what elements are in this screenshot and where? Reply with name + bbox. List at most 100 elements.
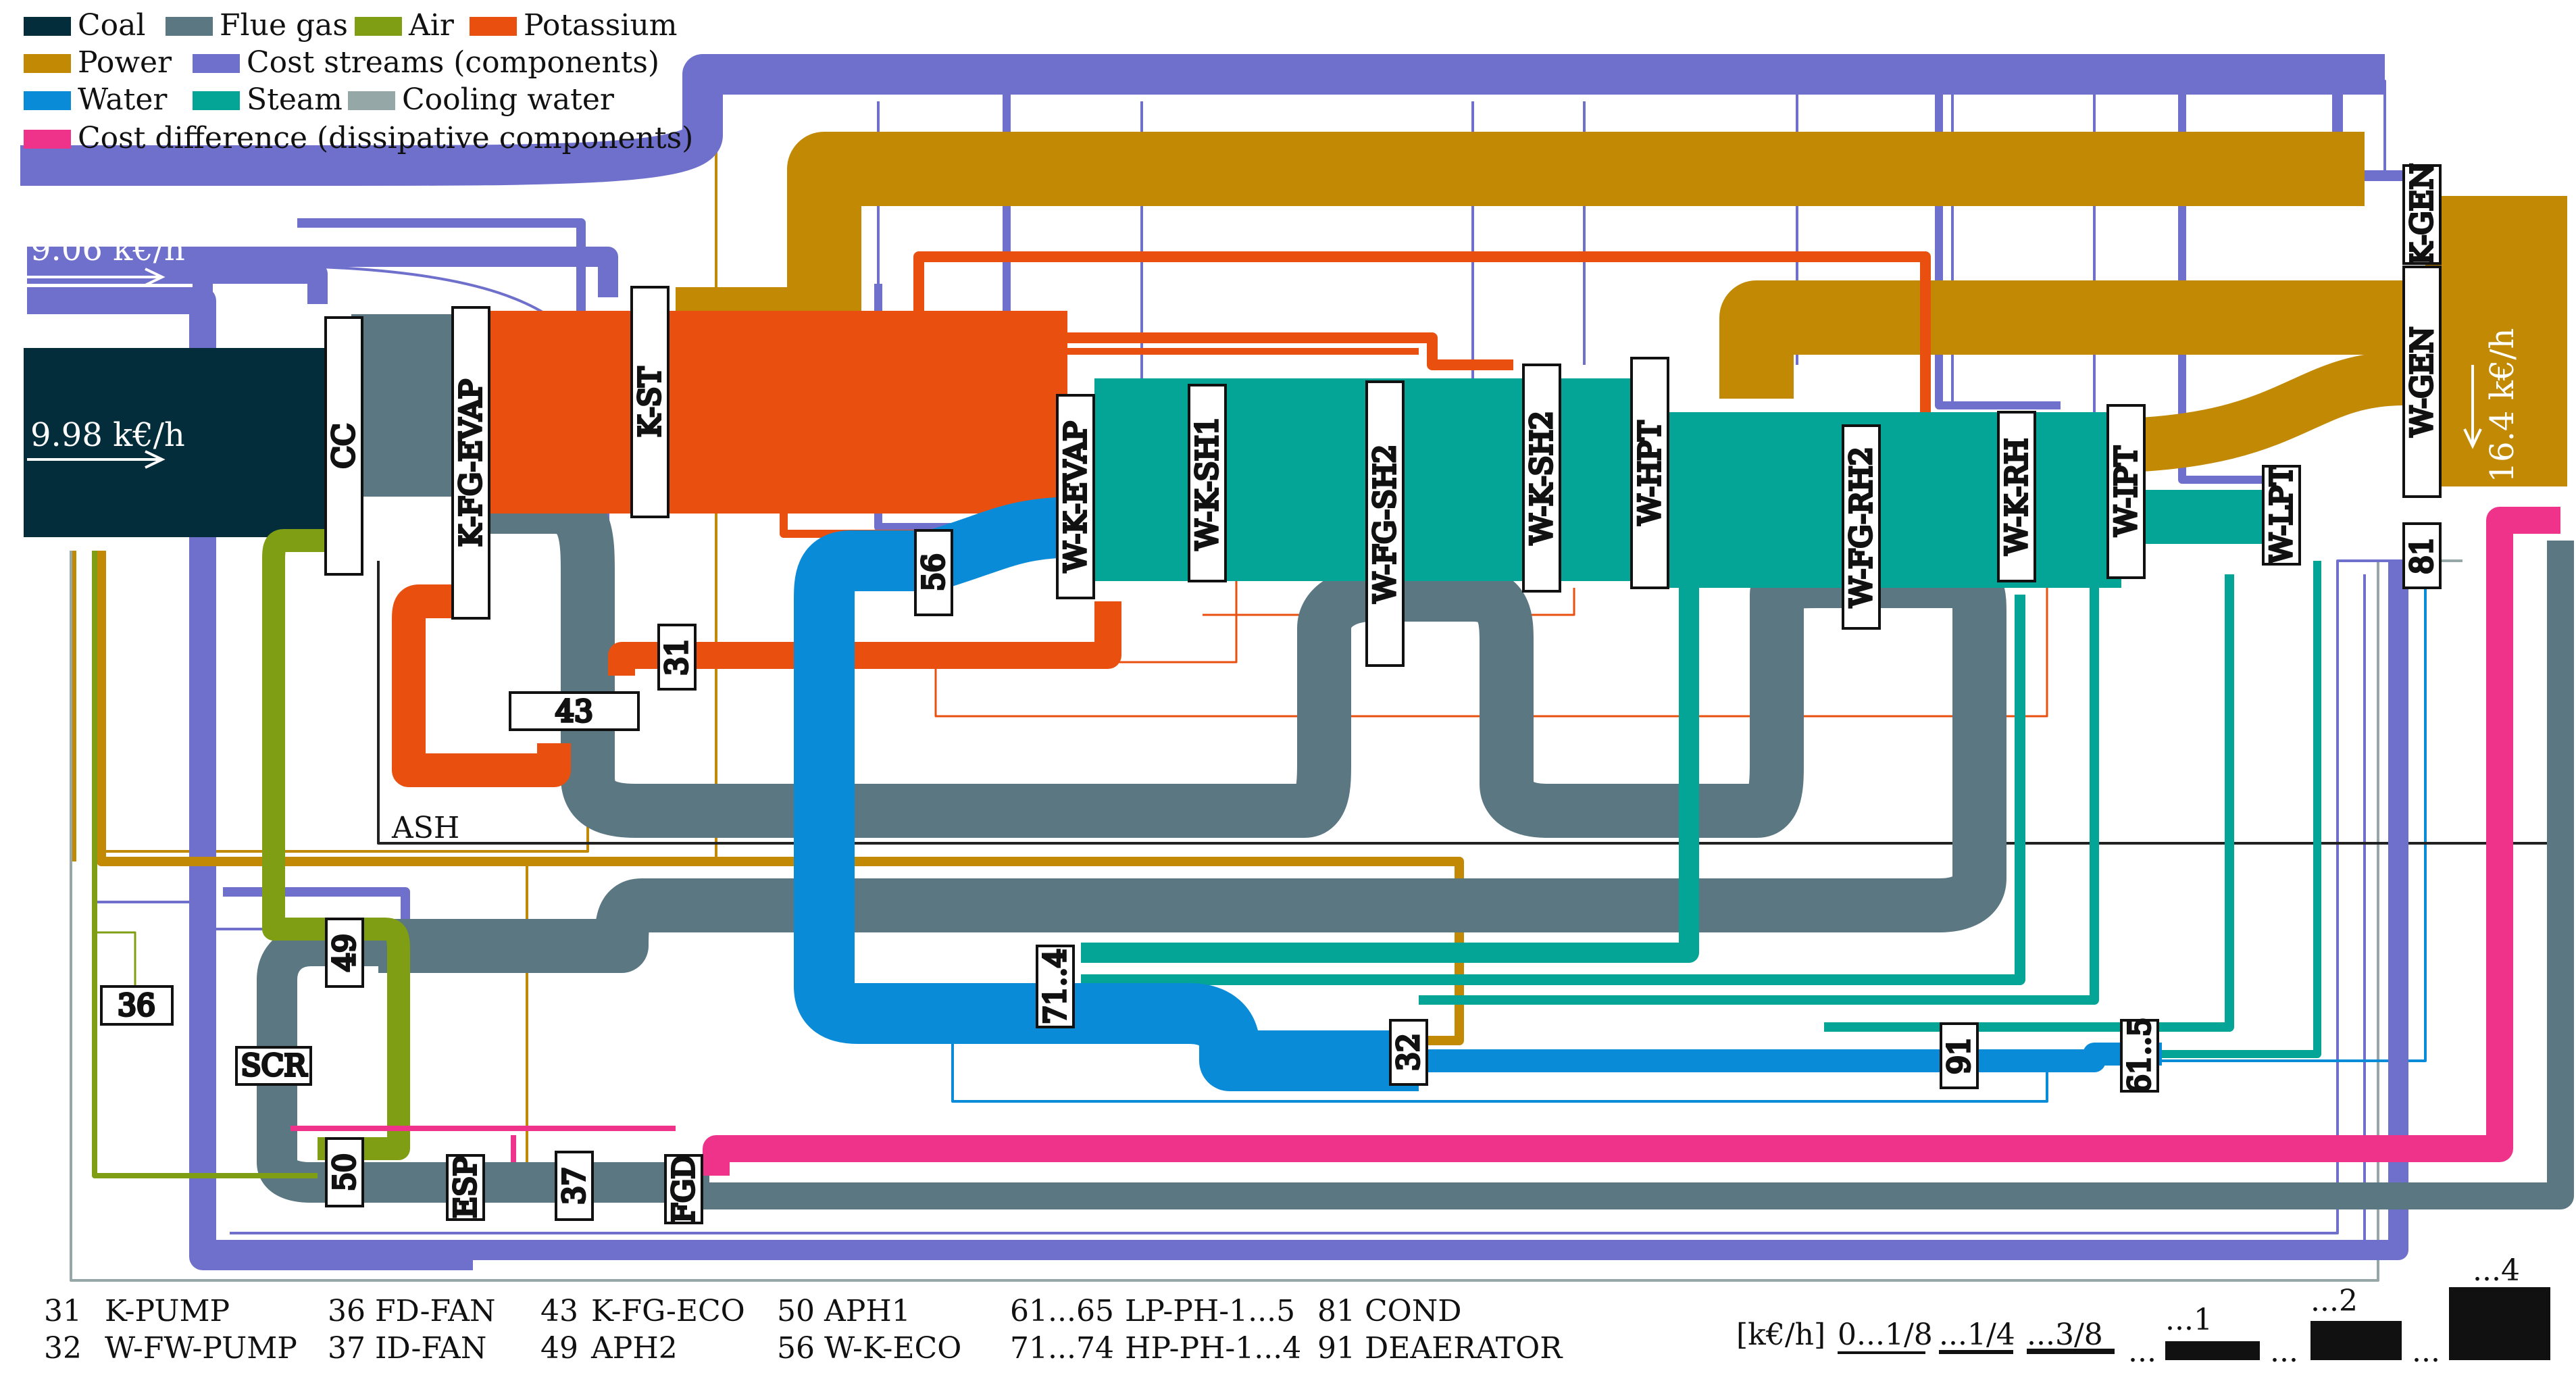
scale-bar-4	[2449, 1287, 2550, 1360]
cost-difference-band	[703, 507, 2560, 1176]
scale-bar-3-8	[2027, 1349, 2115, 1354]
component-w-fg-rh2-label: W-FG-RH2	[1844, 447, 1879, 607]
component-36-label: 36	[118, 989, 155, 1023]
component-k-fg-evap: K-FG-EVAP	[451, 306, 490, 620]
legend-item-potassium: Potassium	[470, 8, 678, 43]
legend-item-power: Power	[24, 45, 172, 80]
legend-label-air: Air	[408, 8, 455, 43]
legend-label-steam: Steam	[247, 82, 343, 117]
component-w-k-evap-label: W-K-EVAP	[1059, 421, 1093, 572]
flue-gas-aph-loop	[257, 926, 709, 1203]
legend-label-cooling-water: Cooling water	[402, 82, 615, 117]
key-num-50: 50	[777, 1294, 815, 1328]
legend-item-cost-streams: Cost streams (components)	[193, 45, 659, 80]
scale-ellipsis-1: ...	[2128, 1334, 2156, 1369]
scale-bar-1-4	[1939, 1350, 2013, 1354]
scale-bar-2	[2310, 1321, 2402, 1360]
component-31: 31	[657, 624, 697, 691]
coal-input-value: 9.98 k€/h	[30, 416, 185, 454]
component-w-lpt: W-LPT	[2262, 464, 2301, 566]
key-name-31: K-PUMP	[105, 1294, 230, 1328]
key-num-91: 91	[1317, 1331, 1355, 1366]
power-output-arrow	[2463, 365, 2482, 449]
component-cc: CC	[324, 316, 363, 576]
component-71-74: 71..4	[1036, 945, 1075, 1028]
key-name-32: W-FW-PUMP	[105, 1331, 297, 1366]
component-w-k-sh2-label: W-K-SH2	[1525, 411, 1559, 545]
cost-stream-top-band	[20, 54, 2385, 186]
legend-item-cooling-water: Cooling water	[348, 82, 615, 117]
key-num-37: 37	[328, 1331, 365, 1366]
power-merge-1	[2094, 351, 2406, 473]
key-name-37: ID-FAN	[375, 1331, 486, 1366]
key-name-71-74: HP-PH-1...4	[1125, 1331, 1301, 1366]
legend: Coal Flue gas Air Potassium Power Cost s…	[24, 8, 693, 155]
legend-label-cost-streams: Cost streams (components)	[247, 45, 659, 80]
component-w-fg-sh2: W-FG-SH2	[1365, 380, 1405, 667]
power-to-pumps	[97, 551, 1464, 1045]
power-output-value: 16.4 k€/h	[2483, 328, 2521, 483]
scale-bar-1-8	[1838, 1351, 1925, 1354]
potassium-loop-mid	[676, 332, 1513, 384]
component-cc-label: CC	[327, 423, 361, 468]
scale-label-1-4: ...1/4	[1939, 1318, 2015, 1352]
potassium-loop-lower	[392, 584, 571, 787]
component-w-lpt-label: W-LPT	[2265, 466, 2299, 564]
component-w-ipt-label: W-IPT	[2109, 446, 2144, 536]
key-name-91: DEAERATOR	[1365, 1331, 1563, 1366]
legend-label-potassium: Potassium	[524, 8, 678, 43]
component-w-hpt: W-HPT	[1630, 357, 1669, 589]
component-91: 91	[1940, 1022, 1979, 1089]
steam-extraction-2	[1081, 595, 2025, 985]
legend-item-steam: Steam	[193, 82, 343, 117]
ash-label: ASH	[391, 811, 459, 845]
component-71-74-label: 71..4	[1038, 949, 1073, 1024]
legend-item-cost-difference: Cost difference (dissipative components)	[24, 121, 693, 155]
component-49: 49	[325, 918, 364, 988]
cost-difference-thin	[291, 1126, 676, 1162]
component-w-fg-sh2-label: W-FG-SH2	[1368, 445, 1403, 603]
component-61-65: 61..5	[2120, 1016, 2159, 1095]
key-num-43: 43	[540, 1294, 578, 1328]
legend-label-cost-difference: Cost difference (dissipative components)	[78, 121, 693, 155]
component-w-ipt: W-IPT	[2106, 404, 2146, 579]
cost-input-arrow	[27, 268, 166, 286]
key-num-56: 56	[777, 1331, 815, 1366]
cost-stream-to-lpt	[2178, 95, 2283, 484]
component-56-label: 56	[917, 553, 951, 591]
key-name-61-65: LP-PH-1...5	[1125, 1294, 1295, 1328]
component-w-gen-label: W-GEN	[2405, 327, 2440, 437]
steam-extraction-71	[1081, 561, 1699, 963]
water-to-deaerator	[1419, 1043, 2162, 1072]
component-k-gen: K-GEN	[2402, 162, 2442, 266]
key-num-49: 49	[540, 1331, 578, 1366]
key-num-31: 31	[44, 1294, 82, 1328]
key-name-81: COND	[1365, 1294, 1462, 1328]
key-name-56: W-K-ECO	[824, 1331, 961, 1366]
key-num-71-74: 71...74	[1010, 1331, 1114, 1366]
key-num-61-65: 61...65	[1010, 1294, 1114, 1328]
key-name-43: K-FG-ECO	[591, 1294, 745, 1328]
cost-stream-to-cc	[27, 264, 328, 304]
potassium-top-loop	[676, 251, 1931, 412]
component-w-k-sh1-label: W-K-SH1	[1190, 416, 1225, 550]
scale-ellipsis-2: ...	[2270, 1334, 2298, 1369]
component-w-hpt-label: W-HPT	[1633, 421, 1667, 525]
legend-item-water: Water	[24, 82, 168, 117]
width-scale: [k€/h] 0...1/8 ...1/4 ...3/8 ... ...1 ..…	[1736, 1253, 2550, 1369]
component-scr-label: SCR	[241, 1049, 308, 1083]
legend-label-power: Power	[78, 45, 172, 80]
component-81-label: 81	[2405, 536, 2440, 574]
flue-gas-to-fgd-exit	[676, 541, 2574, 1209]
component-37: 37	[555, 1151, 594, 1221]
scale-label-1: ...1	[2165, 1303, 2213, 1337]
key-name-50: APH1	[824, 1294, 911, 1328]
component-w-fg-rh2: W-FG-RH2	[1842, 424, 1881, 630]
key-num-36: 36	[328, 1294, 365, 1328]
legend-label-flue-gas: Flue gas	[220, 8, 348, 43]
component-w-k-sh2: W-K-SH2	[1522, 364, 1561, 593]
water-thin-loop	[951, 561, 2427, 1103]
steam-extraction-4	[2162, 561, 2321, 1058]
legend-label-water: Water	[78, 82, 168, 117]
scale-label-4: ...4	[2473, 1253, 2520, 1288]
